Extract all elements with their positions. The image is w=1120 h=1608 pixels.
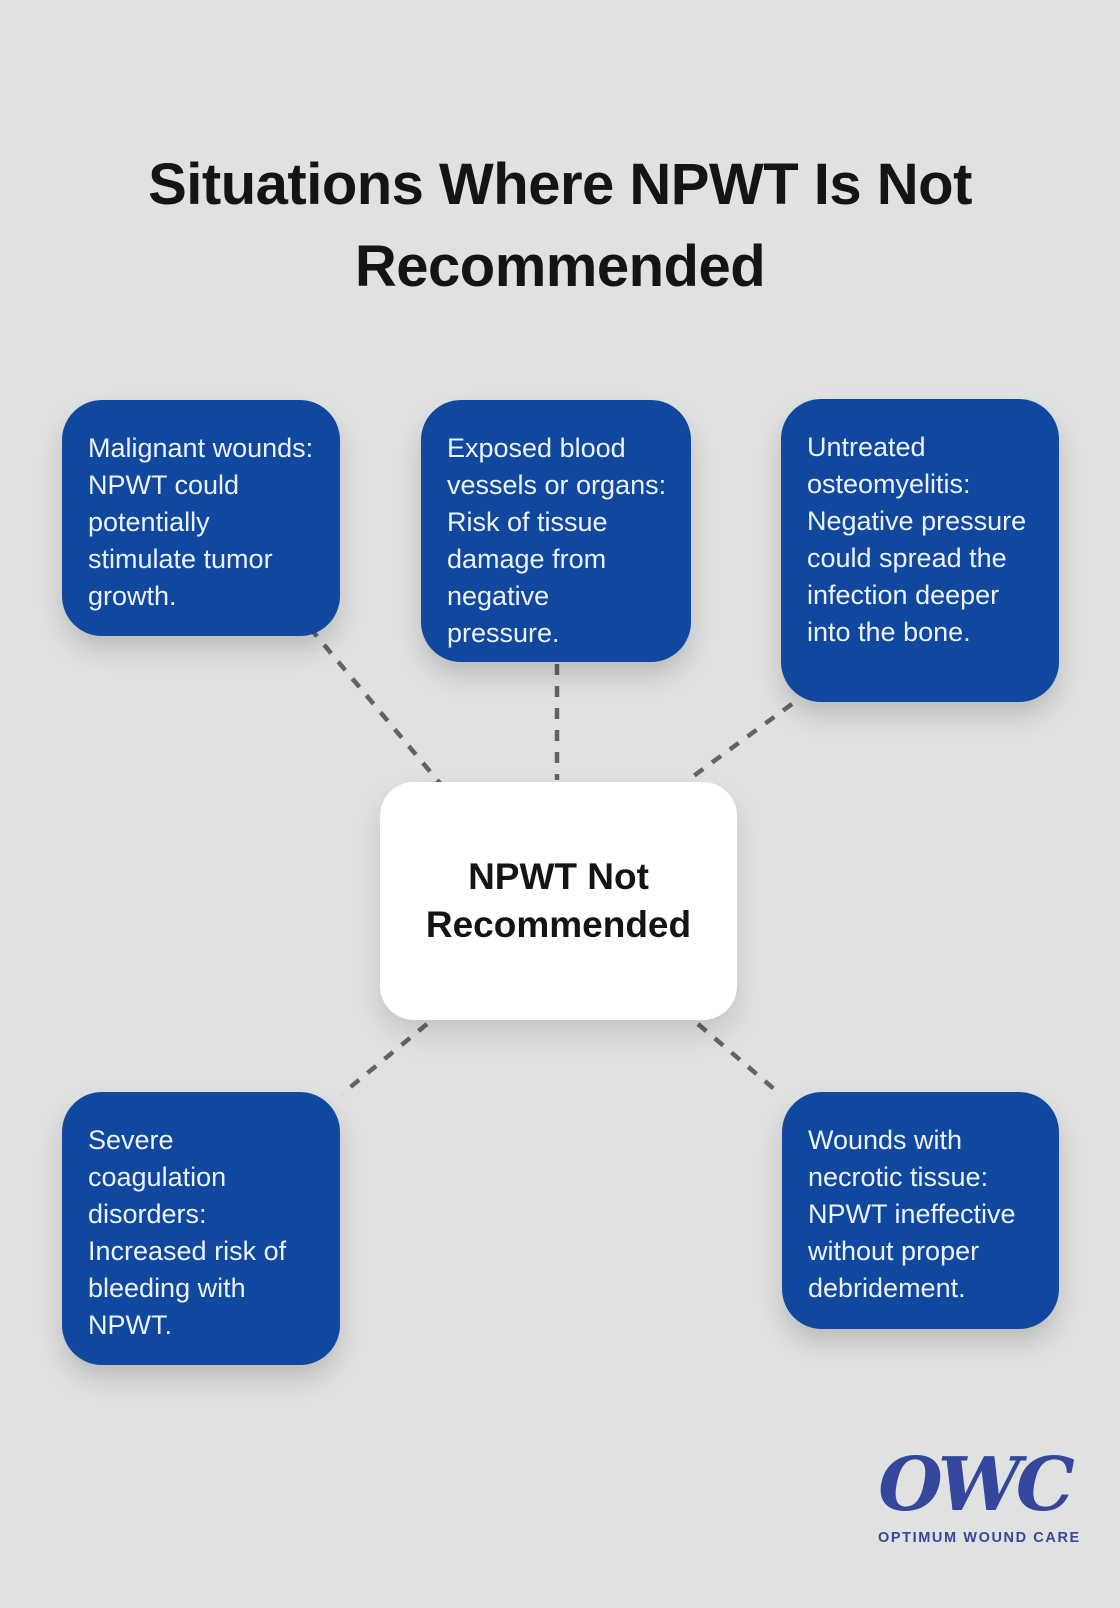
page-title: Situations Where NPWT Is Not Recommended [148,151,972,300]
center-node: NPWT Not Recommended [380,782,737,1020]
node-exposed-vessels: Exposed blood vessels or organs: Risk of… [421,400,691,662]
owc-logo: OWC OPTIMUM WOUND CARE [878,1442,1081,1546]
node-malignant-wounds: Malignant wounds: NPWT could potentially… [62,400,340,636]
node-untreated-osteomyelitis-text: Untreated osteomyelitis: Negative pressu… [807,432,1027,647]
connector-bottom-right-icon [696,1022,782,1096]
connector-top-left-icon [308,626,445,789]
center-node-label: NPWT Not Recommended [425,855,692,945]
node-malignant-wounds-text: Malignant wounds: NPWT could potentially… [88,433,314,611]
connector-top-right-icon [686,702,794,782]
owc-logo-acronym: OWC [878,1442,1074,1528]
node-exposed-vessels-text: Exposed blood vessels or organs: Risk of… [447,433,667,648]
node-coagulation-disorders: Severe coagulation disorders: Increased … [62,1092,340,1365]
node-coagulation-disorders-text: Severe coagulation disorders: Increased … [88,1125,287,1340]
node-untreated-osteomyelitis: Untreated osteomyelitis: Negative pressu… [781,399,1059,702]
node-necrotic-tissue: Wounds with necrotic tissue: NPWT ineffe… [782,1092,1059,1329]
connector-bottom-left-icon [340,1022,429,1096]
node-necrotic-tissue-text: Wounds with necrotic tissue: NPWT ineffe… [808,1125,1016,1303]
owc-logo-name: OPTIMUM WOUND CARE [878,1530,1081,1546]
